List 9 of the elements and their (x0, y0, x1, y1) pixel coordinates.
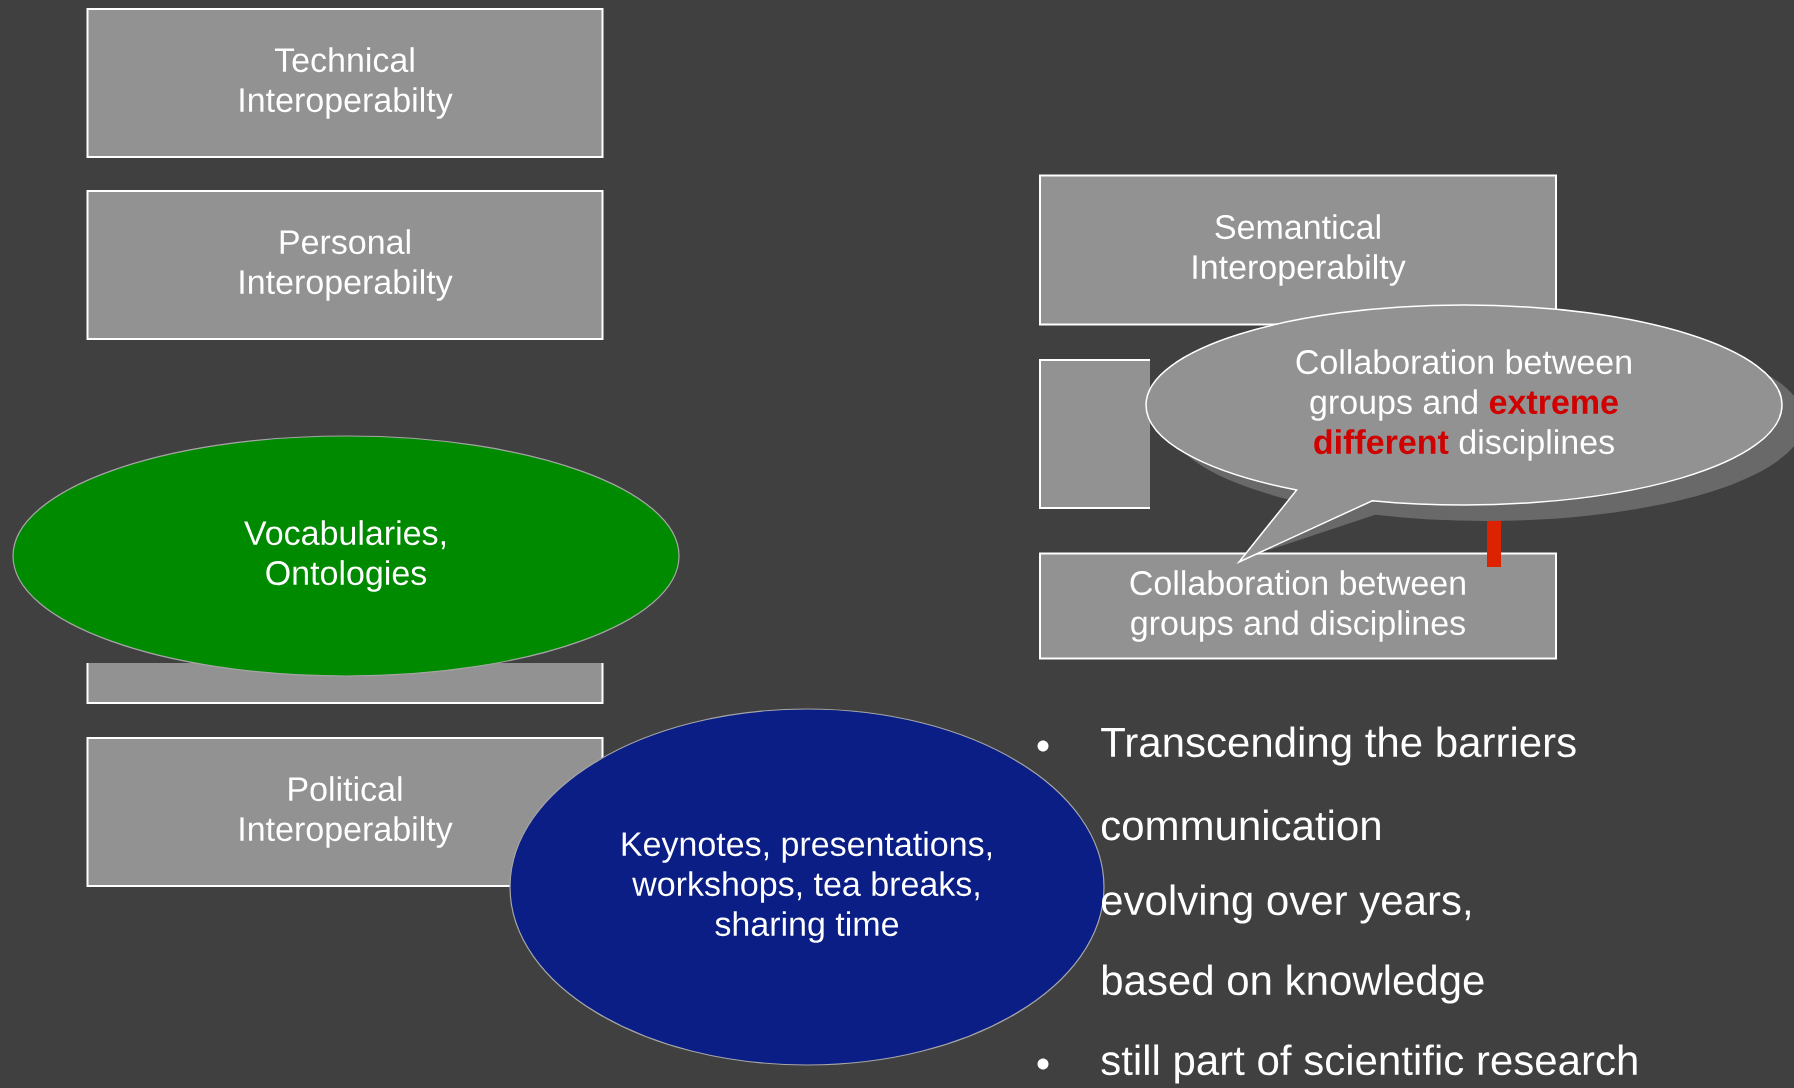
bullet-text: communication (1102, 809, 1380, 841)
process-box (1039, 359, 1151, 509)
node-label: Collaboration between groups and extreme different disciplines (1296, 349, 1631, 461)
process-box: Semantical Interoperabilty (1039, 174, 1557, 326)
bullet-text: based on knowledge (1102, 964, 1484, 1004)
process-box: Technical Interoperabilty (86, 8, 604, 158)
bullet-text: evolving over years, (1102, 884, 1470, 924)
process-box: Personal Interoperabilty (86, 190, 604, 340)
process-box: Collaboration between groups and disciplines (1039, 552, 1557, 660)
